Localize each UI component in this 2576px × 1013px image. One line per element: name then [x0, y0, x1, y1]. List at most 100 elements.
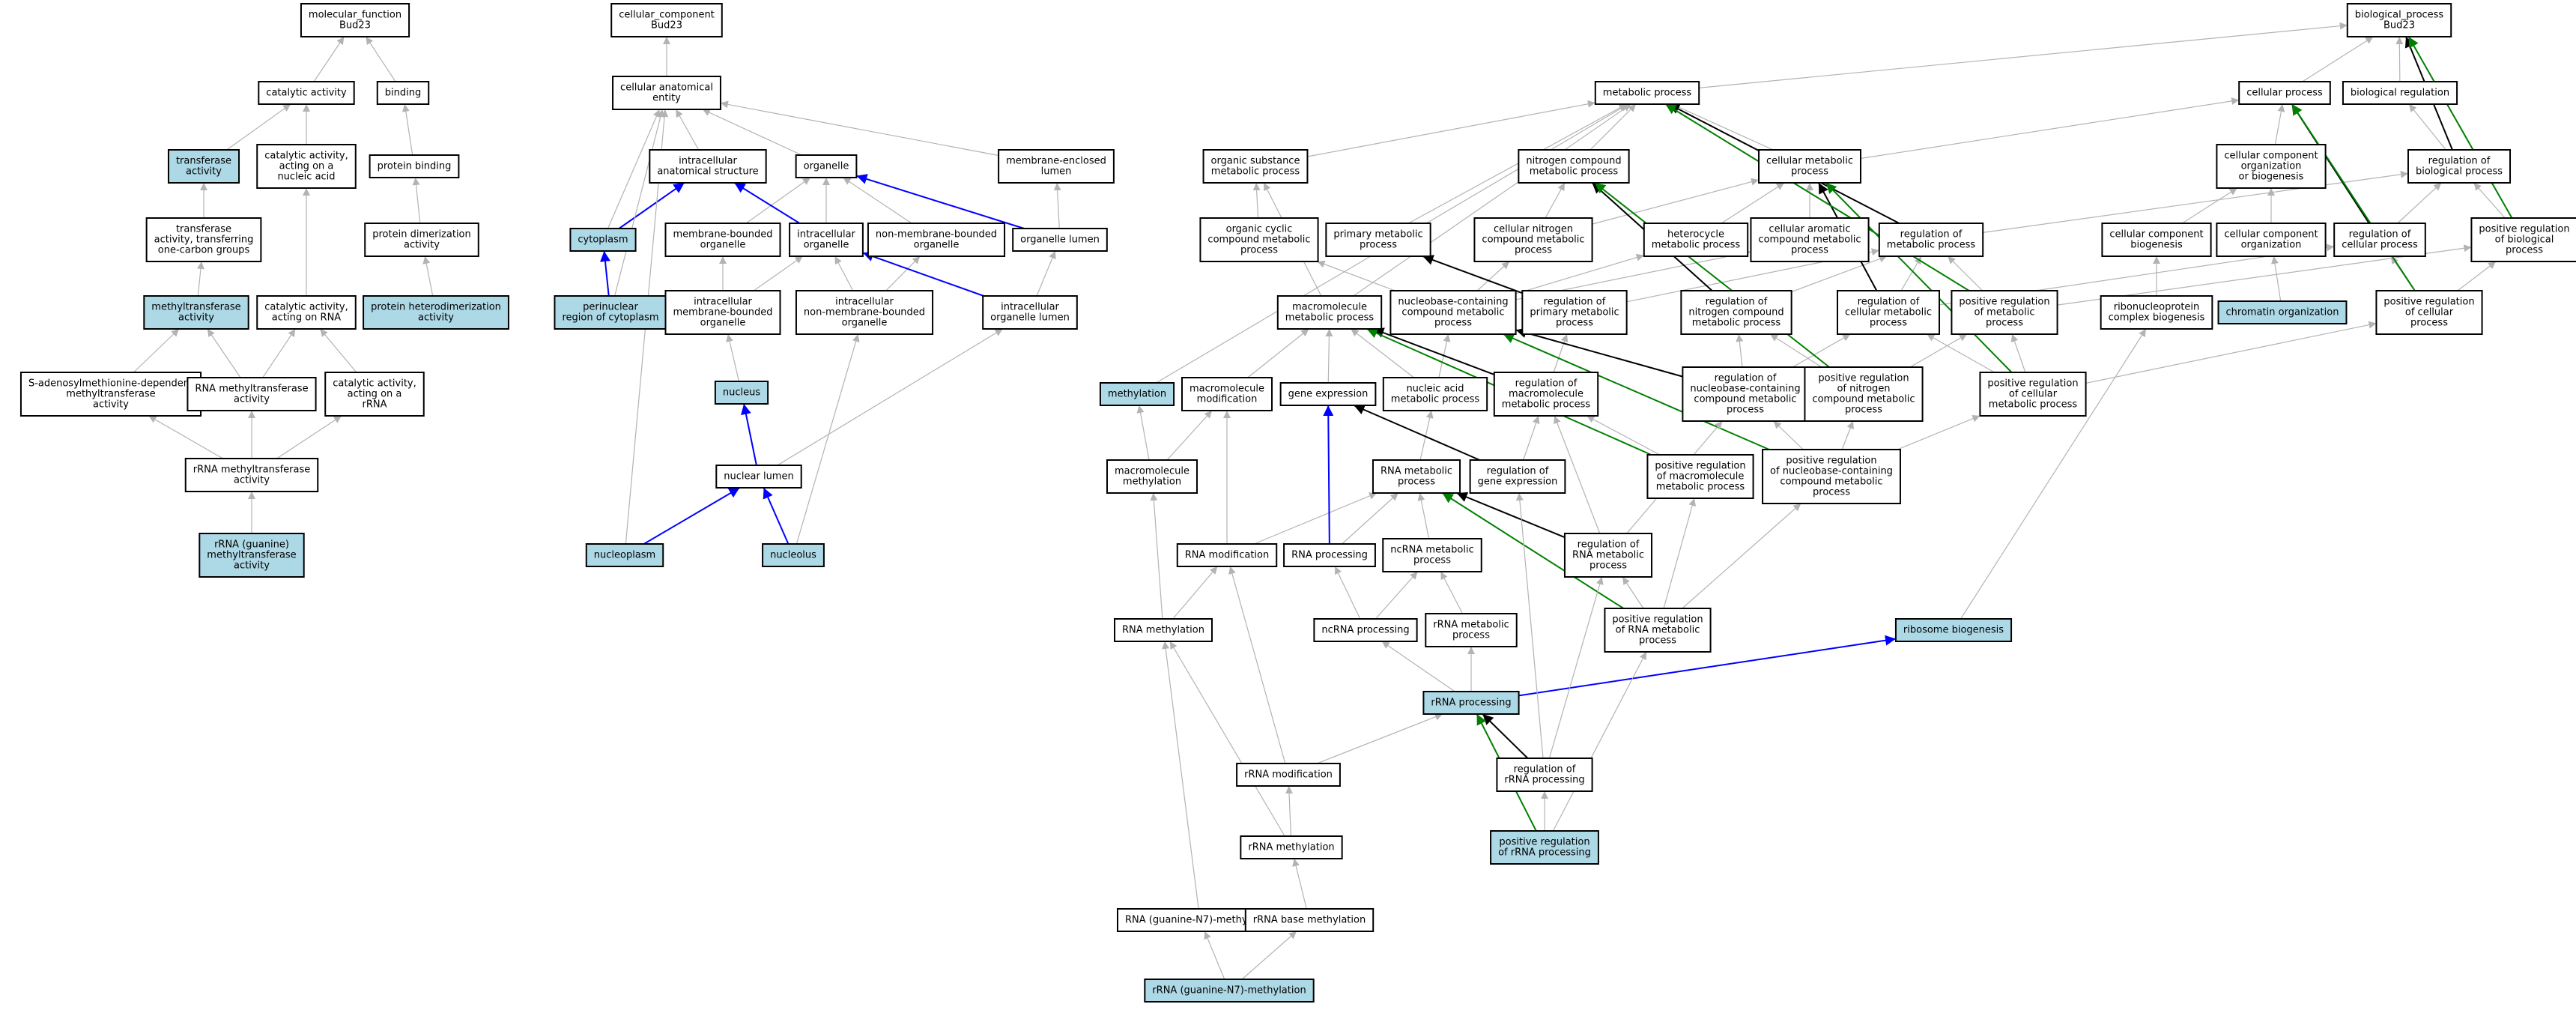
term-label-line: process [1515, 245, 1552, 256]
term-node-rnamod[interactable]: RNA modification [1176, 543, 1278, 567]
term-node-nl[interactable]: nuclear lumen [715, 465, 802, 489]
term-node-org[interactable]: organelle [795, 154, 858, 178]
term-node-catrna[interactable]: catalytic activity,acting on RNA [256, 295, 357, 330]
term-node-rrnag7m[interactable]: rRNA (guanine-N7)-methylation [1144, 979, 1315, 1003]
edge-is-a-rrnagn7m-to-rnameth [1162, 641, 1199, 910]
term-node-rrnaproc[interactable]: rRNA processing [1422, 691, 1520, 715]
term-node-inmbo[interactable]: intracellularnon-membrane-boundedorganel… [795, 290, 934, 335]
term-label-line: cellular nitrogen [1494, 224, 1573, 235]
term-node-rrnabm[interactable]: rRNA base methylation [1244, 908, 1375, 932]
term-node-npl[interactable]: nucleoplasm [585, 543, 664, 567]
term-node-rnbcmp[interactable]: regulation ofnucleobase-containingcompou… [1682, 366, 1809, 422]
term-node-cyto[interactable]: cytoplasm [569, 228, 637, 252]
term-label-line: or biogenesis [2239, 172, 2304, 183]
term-node-mp[interactable]: metabolic process [1594, 81, 1700, 105]
term-node-rrnamod[interactable]: rRNA modification [1236, 763, 1341, 787]
term-label-line: process [1870, 318, 1907, 329]
term-node-br[interactable]: biological regulation [2342, 81, 2458, 105]
term-node-ge[interactable]: gene expression [1279, 382, 1377, 406]
term-label-line: macromolecule [1115, 466, 1189, 477]
term-node-nuo[interactable]: nucleolus [762, 543, 825, 567]
term-node-nucleus[interactable]: nucleus [714, 381, 769, 405]
term-node-rrnameth[interactable]: rRNA methylation [1240, 835, 1343, 859]
term-box [1762, 449, 1901, 504]
term-node-bind[interactable]: binding [376, 81, 430, 105]
term-node-ribobio[interactable]: ribosome biogenesis [1894, 618, 2013, 642]
term-label-line: of RNA metabolic [1616, 625, 1700, 636]
term-node-ol[interactable]: organelle lumen [1012, 228, 1108, 252]
term-node-ncrnaproc[interactable]: ncRNA processing [1313, 618, 1418, 642]
term-node-pbind[interactable]: protein binding [369, 154, 460, 178]
term-node-sam[interactable]: S-adenosylmethionine-dependentmethyltran… [19, 372, 202, 417]
term-node-rnameth[interactable]: RNA methylation [1114, 618, 1213, 642]
term-node-cp[interactable]: cellular process [2238, 81, 2331, 105]
term-label-line: ncRNA processing [1321, 625, 1409, 636]
term-node-cat[interactable]: catalytic activity [258, 81, 355, 105]
term-node-meth[interactable]: methylation [1099, 382, 1175, 406]
term-node-chrorg[interactable]: chromatin organization [2217, 300, 2348, 324]
term-node-rnaproc[interactable]: RNA processing [1283, 543, 1376, 567]
